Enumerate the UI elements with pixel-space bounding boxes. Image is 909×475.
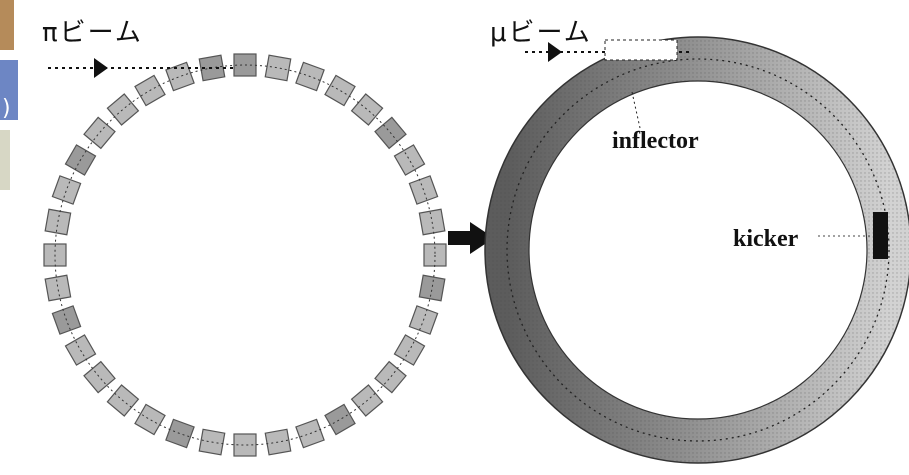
ring-segment [135,404,165,434]
ring-segment [265,55,290,80]
ring-segment [84,362,115,393]
ring-segment [65,335,95,365]
ring-segment [84,117,115,148]
inflector-label: inflector [612,128,699,155]
kicker-label: kicker [733,226,798,253]
ring-segment [45,275,70,300]
ring-segment [325,404,355,434]
inflector-pointer [632,92,640,128]
mu-injection-arrow [525,40,690,62]
ring-segment [352,94,383,125]
ring-segment [394,145,424,175]
kicker-block [873,212,888,259]
pion-segmented-ring [44,54,446,456]
ring-segment [375,362,406,393]
ring-segment [325,75,355,105]
ring-segment [419,275,444,300]
ring-segment [166,419,194,447]
ring-segment [45,209,70,234]
ring-segment [107,94,138,125]
muon-storage-ring [485,37,909,463]
ring-segment [52,176,80,204]
ring-segment [166,62,194,90]
ring-segment [394,335,424,365]
ring-segment [234,54,256,76]
pion-orbit-path [55,65,435,445]
